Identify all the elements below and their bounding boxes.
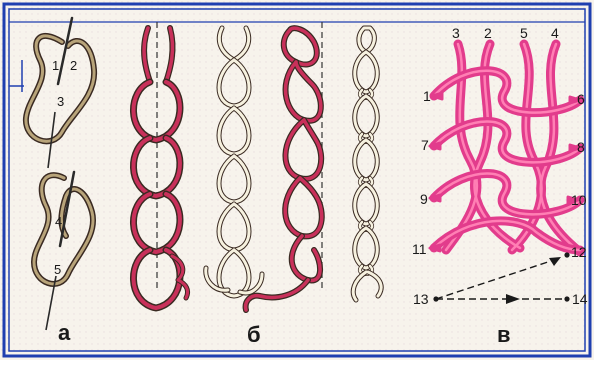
panel-a-point-1: 1 bbox=[52, 58, 59, 73]
panel-a-point-5: 5 bbox=[54, 262, 61, 277]
panel-a-label: а bbox=[58, 320, 71, 345]
panel-v-point-1: 1 bbox=[423, 88, 431, 104]
panel-v-point-12: 12 bbox=[571, 244, 587, 260]
panel-v-point-6: 6 bbox=[577, 91, 585, 107]
panel-v-point-3: 3 bbox=[452, 25, 460, 41]
panel-v-point-9: 9 bbox=[420, 191, 428, 207]
panel-v-dot-12 bbox=[564, 252, 569, 257]
panel-v-dot-14 bbox=[564, 296, 569, 301]
panel-v-point-10: 10 bbox=[571, 192, 587, 208]
panel-v-point-14: 14 bbox=[572, 291, 588, 307]
panel-a-point-4: 4 bbox=[55, 214, 62, 229]
panel-v-point-5: 5 bbox=[520, 25, 528, 41]
panel-v-point-11: 11 bbox=[412, 241, 427, 257]
panel-v-point-13: 13 bbox=[413, 291, 429, 307]
panel-a-point-3: 3 bbox=[57, 94, 64, 109]
panel-v-point-8: 8 bbox=[577, 139, 585, 155]
panel-b-label: б bbox=[247, 322, 261, 347]
panel-a-point-2: 2 bbox=[70, 58, 77, 73]
panel-v-point-7: 7 bbox=[421, 137, 429, 153]
panel-v-point-4: 4 bbox=[551, 25, 559, 41]
panel-v-label: в bbox=[497, 322, 511, 347]
panel-v-point-2: 2 bbox=[484, 25, 492, 41]
